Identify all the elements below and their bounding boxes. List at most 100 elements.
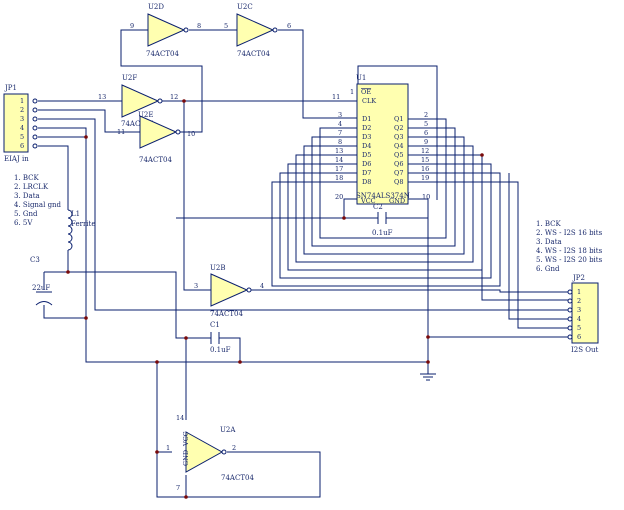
c2-value: 0.1uF — [372, 229, 393, 237]
junction-dot — [342, 216, 346, 220]
u2d-part: 74ACT04 — [146, 50, 179, 58]
wire-u2a-gnd — [156, 362, 187, 498]
jp2-ref: JP2 — [572, 274, 585, 282]
c3-value: 22uF — [32, 284, 50, 292]
u1-pin-name: D1 — [362, 115, 371, 123]
jp2-pin-num: 3 — [577, 306, 581, 314]
wire-u2f-u2b — [183, 101, 211, 291]
jp1-pin-circle — [32, 107, 38, 113]
inverter-bubble — [157, 98, 163, 104]
u1-pin-num: 5 — [424, 120, 428, 128]
wire-u2c-d1 — [278, 29, 357, 119]
jp1-legend-line: 4. Signal gnd — [14, 201, 62, 209]
u1-pin-name: D5 — [362, 151, 371, 159]
jp1-name: EIAJ in — [4, 155, 29, 163]
u1-gnd-pin: 10 — [422, 193, 430, 201]
u1-pin-name: Q3 — [394, 133, 403, 141]
u1-pin-num: 19 — [421, 174, 429, 182]
jp1-ref: JP1 — [4, 84, 17, 92]
u1-pin-name: CLK — [362, 97, 376, 105]
junction-dot — [155, 450, 159, 454]
inverter-body — [185, 431, 224, 473]
u1-pin-num: 7 — [338, 129, 342, 137]
c1-value: 0.1uF — [210, 346, 231, 354]
junction-dot — [182, 99, 186, 103]
jp2-legend-line: 3. Data — [536, 238, 562, 246]
u2a-gnd-pin: 7 — [176, 484, 180, 492]
u1-pin-num: 13 — [335, 147, 343, 155]
c2-capacitor: C2 0.1uF — [372, 203, 393, 237]
jp2-pin-circle — [567, 289, 573, 295]
wire-q2-d3 — [311, 127, 456, 247]
jp1-legend-line: 1. BCK — [14, 174, 40, 182]
u1-pin-num: 14 — [335, 156, 343, 164]
u1-pin-name: Q7 — [394, 169, 403, 177]
l1-value: Ferrite — [71, 220, 96, 228]
jp1-pin-circle — [32, 143, 38, 149]
jp2-legend-line: 2. WS - I2S 16 bits — [536, 229, 603, 237]
u2b-part: 74ACT04 — [210, 310, 243, 318]
jp2-pin-circle — [567, 298, 573, 304]
u2a-ref: U2A — [220, 426, 236, 434]
jp1-pin-num: 6 — [20, 142, 24, 150]
jp1-legend-line: 2. LRCLK — [14, 183, 49, 191]
u1-pin-name: D2 — [362, 124, 371, 132]
u2a-part: 74ACT04 — [221, 474, 254, 482]
l1-ref: L1 — [71, 210, 80, 218]
u1-pin-name: D3 — [362, 133, 371, 141]
u1-pin-name: Q4 — [394, 142, 403, 150]
u2d-out-pin: 8 — [197, 22, 201, 30]
jp2-pin-num: 6 — [577, 333, 581, 341]
jp2-legend: 1. BCK 2. WS - I2S 16 bits 3. Data 4. WS… — [536, 220, 603, 273]
u2f-in-pin: 13 — [98, 93, 106, 101]
jp1-pin-circle — [32, 134, 38, 140]
jp1-pin-circle — [32, 98, 38, 104]
wire-q3-d4 — [303, 136, 465, 255]
c3-ref: C3 — [30, 256, 40, 264]
u2d-ref: U2D — [148, 3, 164, 11]
jp2-pin-num: 4 — [577, 315, 581, 323]
u2c-inverter: U2C 74ACT04 5 6 — [224, 3, 291, 58]
u2a-vcc-pin: 14 — [176, 414, 184, 422]
c2-ref: C2 — [373, 203, 383, 211]
inverter-body — [139, 115, 178, 149]
u2f-out-pin: 12 — [170, 93, 178, 101]
jp2-pin-circle — [567, 307, 573, 313]
jp1-pin-num: 1 — [20, 97, 24, 105]
junction-dot — [155, 360, 159, 364]
u2b-in-pin: 3 — [194, 282, 198, 290]
inverter-body — [236, 13, 275, 47]
jp1-legend: 1. BCK 2. LRCLK 3. Data 4. Signal gnd 5.… — [14, 174, 62, 227]
jp1-legend-line: 5. Gnd — [14, 210, 38, 218]
u2f-ref: U2F — [122, 74, 137, 82]
u2c-out-pin: 6 — [287, 22, 291, 30]
inductor-coil — [67, 209, 73, 251]
jp1-body — [3, 93, 29, 153]
u2d-inverter: U2D 74ACT04 9 8 — [130, 3, 201, 58]
wire-oe — [357, 65, 438, 200]
u1-pin-name: Q5 — [394, 151, 403, 159]
junction-dot — [184, 495, 188, 499]
u2d-in-pin: 9 — [130, 22, 134, 30]
u1-pin-name: Q8 — [394, 178, 403, 186]
inverter-bubble — [272, 27, 278, 33]
wire-q5-jp2 — [481, 155, 569, 301]
junction-dot — [84, 316, 88, 320]
inverter-body — [210, 273, 249, 307]
junction-dot — [480, 153, 484, 157]
wire-q7-d8 — [271, 172, 501, 287]
u1-oe-label: OE — [361, 88, 371, 96]
u2c-in-pin: 5 — [224, 22, 228, 30]
jp2-pin-circle — [567, 334, 573, 340]
u2a-out-pin: 2 — [232, 444, 236, 452]
ground-icon — [420, 372, 436, 381]
wire-c1 — [186, 337, 241, 362]
u1-pin-num: 8 — [338, 138, 342, 146]
jp2-legend-line: 1. BCK — [536, 220, 562, 228]
u1-pin-num: 4 — [338, 120, 342, 128]
inverter-body — [121, 84, 160, 118]
jp1-pin-circle — [32, 125, 38, 131]
wire-q6-d7 — [279, 163, 492, 279]
jp2-legend-line: 6. Gnd — [536, 265, 560, 273]
